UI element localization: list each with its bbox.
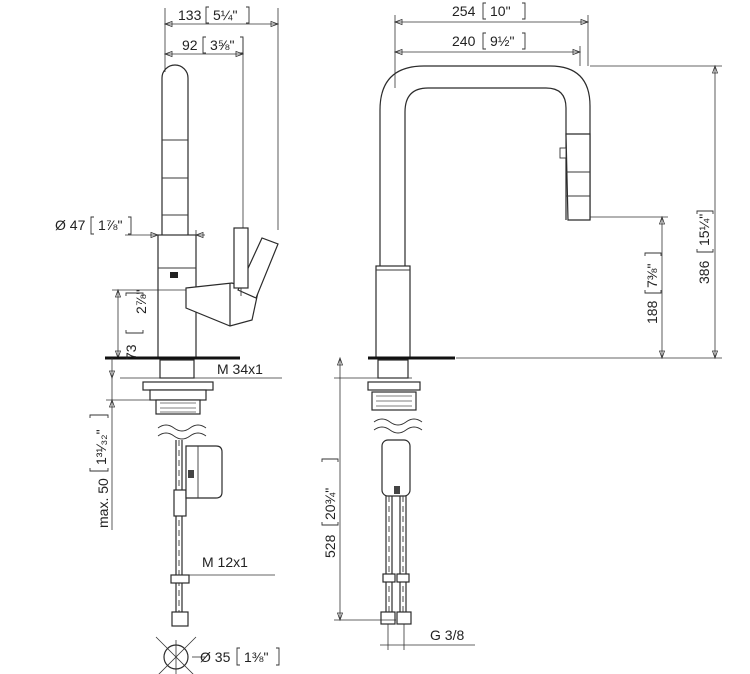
front-shank <box>377 359 409 379</box>
label-w133-in: 5¼" <box>213 7 237 23</box>
label-w254: 254 <box>452 3 476 19</box>
front-body <box>375 265 411 359</box>
hose-fitting <box>173 489 187 517</box>
spout-tube <box>161 64 189 235</box>
front-view-labels: 254 10" 240 9½" 386 15¼" 188 7⅜" 528 20¾… <box>321 2 714 643</box>
front-view <box>334 15 722 650</box>
label-thread-g38: G 3/8 <box>430 627 464 643</box>
label-h386-in: 15¼" <box>696 214 712 246</box>
label-h528: 528 <box>322 534 338 558</box>
label-d47: Ø 47 <box>55 217 86 233</box>
label-max50-in: 1³¹⁄₃₂" <box>93 429 109 465</box>
spray-head <box>565 133 591 221</box>
mounting-plate <box>149 389 207 401</box>
lever-handle <box>185 282 259 327</box>
label-d47-in: 1⅞" <box>98 217 122 233</box>
front-connector-right <box>396 611 412 625</box>
label-max50: max. 50 <box>95 478 111 528</box>
lever-stem <box>233 227 249 289</box>
front-diverter <box>381 439 411 497</box>
label-h188-in: 7⅜" <box>644 264 660 288</box>
diverter-box <box>185 445 223 499</box>
side-view-labels: 133 5¼" 92 3⅝" Ø 47 1⅞" 73 2⅞" M 34x1 ma… <box>55 6 280 666</box>
label-thread-m12: M 12x1 <box>202 554 248 570</box>
label-w92: 92 <box>182 37 198 53</box>
label-d35-in: 1⅜" <box>244 649 268 665</box>
label-w254-in: 10" <box>490 3 511 19</box>
spout-inner <box>404 87 567 268</box>
label-h73: 73 <box>123 344 139 360</box>
front-washer <box>367 381 421 391</box>
side-view <box>105 8 282 674</box>
label-h528-in: 20¾" <box>322 488 338 520</box>
mounting-washer <box>142 381 214 391</box>
label-w92-in: 3⅝" <box>210 37 234 53</box>
label-d35: Ø 35 <box>200 649 231 665</box>
label-w240: 240 <box>452 33 476 49</box>
spout-outer <box>379 65 591 268</box>
label-thread-m34: M 34x1 <box>217 361 263 377</box>
label-h73-in: 2⅞" <box>133 290 149 314</box>
label-w240-in: 9½" <box>490 33 514 49</box>
hose-connector <box>171 611 189 627</box>
label-h386: 386 <box>696 260 712 284</box>
front-connector-left <box>380 611 396 625</box>
label-h188: 188 <box>644 300 660 324</box>
mounting-shank <box>159 359 195 379</box>
label-w133: 133 <box>178 7 202 23</box>
